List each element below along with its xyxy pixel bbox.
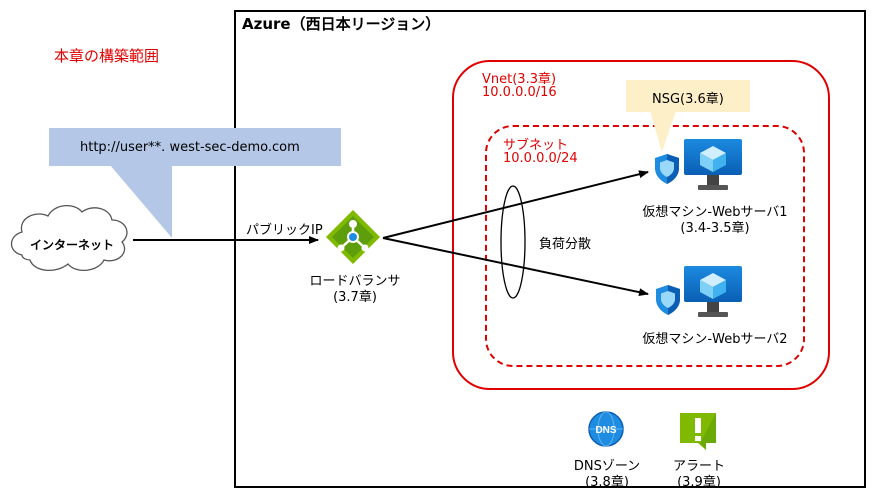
subnet-boundary: [485, 125, 805, 367]
lb-to-vm2-arrow: [382, 237, 649, 297]
vm2-label: 仮想マシン-Webサーバ2: [642, 332, 788, 347]
nsg-callout-tail: [650, 111, 676, 152]
cloud-icon: [10, 205, 128, 271]
load-balancing-ellipse: [500, 185, 526, 299]
vm2-nsg-shield-icon: [656, 285, 680, 315]
public-ip-label: パブリックIP: [246, 223, 323, 238]
dns-zone-icon: DNS: [588, 411, 624, 447]
url-callout-tail: [110, 165, 172, 238]
url-callout: [49, 128, 341, 166]
dns-zone-chapter: (3.8章): [585, 475, 629, 490]
load-balancer-chapter: (3.7章): [333, 290, 377, 305]
lb-to-vm1-arrow: [382, 170, 649, 239]
vm1-monitor-icon: [684, 139, 742, 190]
alert-icon: [680, 413, 716, 450]
azure-region-title: Azure（西日本リージョン）: [242, 15, 441, 33]
azure-region-frame: [234, 10, 866, 488]
alert-chapter: (3.9章): [677, 475, 721, 490]
vm1-nsg-shield-icon: [655, 154, 679, 184]
vnet-label: Vnet(3.3章): [482, 72, 557, 87]
load-balancer-icon: [326, 210, 380, 264]
alert-label: アラート: [672, 459, 725, 474]
dns-zone-label: DNSゾーン: [573, 459, 641, 474]
vm2-monitor-icon: [684, 266, 742, 317]
vm1-chapter: (3.4-3.5章): [680, 221, 750, 236]
vm1-label: 仮想マシン-Webサーバ1: [642, 205, 788, 220]
nsg-label: NSG(3.6章): [652, 92, 724, 107]
load-balancing-label: 負荷分散: [539, 237, 592, 252]
vnet-boundary: [452, 60, 830, 390]
subnet-cidr: 10.0.0.0/24: [503, 151, 578, 166]
nsg-callout: [626, 80, 750, 112]
internet-label: インターネット: [30, 238, 115, 252]
url-callout-text: http://user**. west-sec-demo.com: [80, 140, 300, 155]
load-balancer-label: ロードバランサ: [309, 274, 401, 289]
vnet-cidr: 10.0.0.0/16: [482, 85, 557, 100]
scope-label: 本章の構築範囲: [54, 47, 160, 65]
subnet-label: サブネット: [503, 138, 569, 153]
dns-icon-text: DNS: [595, 425, 616, 436]
